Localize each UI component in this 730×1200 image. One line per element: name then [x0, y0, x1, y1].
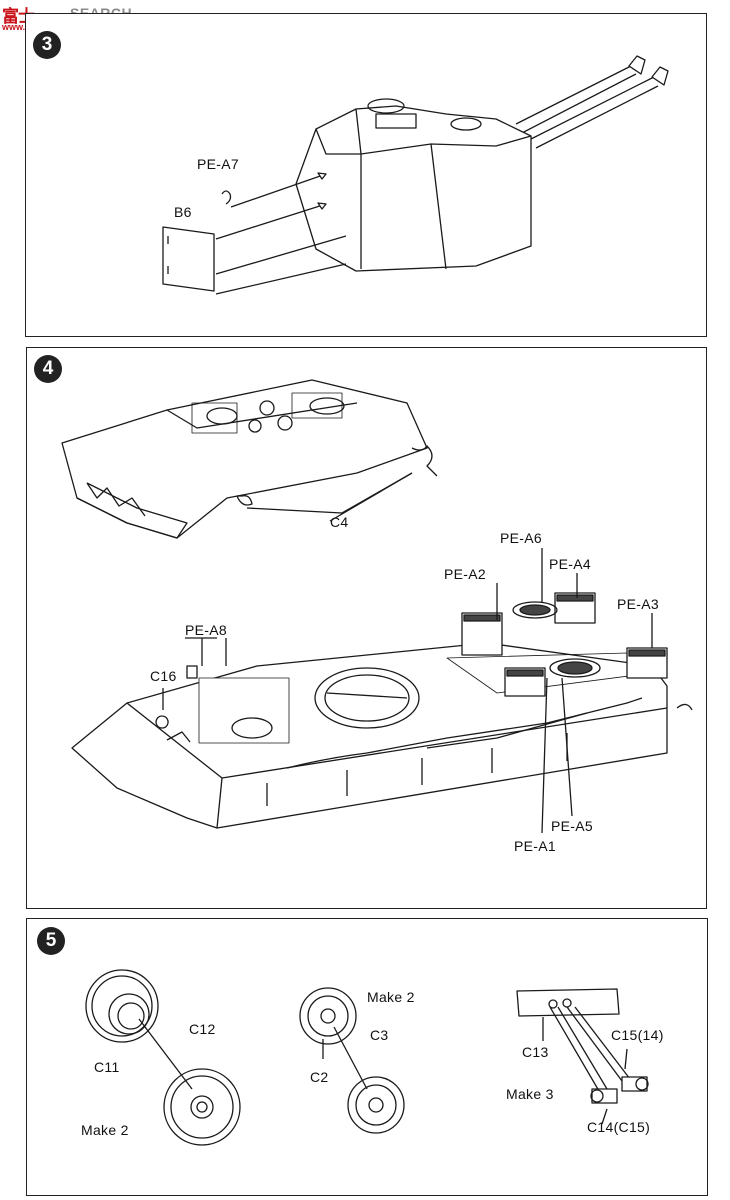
step-3-panel: 3 PE-A7 B6 — [25, 13, 707, 337]
wheels-and-arms-illustration — [85, 969, 649, 1146]
label-b6: B6 — [174, 204, 192, 220]
step-5-panel: 5 C11 C12 Make 2 Make 2 C2 C3 C13 — [26, 918, 708, 1196]
step-4-panel: 4 — [26, 347, 707, 909]
label-c4: C4 — [330, 514, 349, 530]
label-c14-c15: C14(C15) — [587, 1119, 651, 1135]
step-number-badge: 5 — [37, 927, 65, 955]
label-c12: C12 — [189, 1021, 216, 1037]
label-pe-a4: PE-A4 — [549, 556, 591, 572]
label-pe-a5: PE-A5 — [551, 818, 593, 834]
label-pe-a8: PE-A8 — [185, 622, 227, 638]
label-c15-14: C15(14) — [611, 1027, 664, 1043]
label-pe-a3: PE-A3 — [617, 596, 659, 612]
label-pe-a6: PE-A6 — [500, 530, 542, 546]
label-pe-a7: PE-A7 — [197, 156, 239, 172]
turret-illustration — [162, 55, 669, 295]
label-pe-a2: PE-A2 — [444, 566, 486, 582]
label-c13: C13 — [522, 1044, 549, 1060]
label-make-2-middle: Make 2 — [367, 989, 415, 1005]
step-number-badge: 3 — [33, 31, 61, 59]
step-number-badge: 4 — [34, 355, 62, 383]
hull-illustration — [61, 379, 693, 834]
label-make-2-left: Make 2 — [81, 1122, 129, 1138]
label-c11: C11 — [94, 1059, 120, 1075]
label-c2: C2 — [310, 1069, 329, 1085]
label-make-3: Make 3 — [506, 1086, 554, 1102]
label-pe-a1: PE-A1 — [514, 838, 556, 854]
label-c16: C16 — [150, 668, 177, 684]
label-c3: C3 — [370, 1027, 389, 1043]
